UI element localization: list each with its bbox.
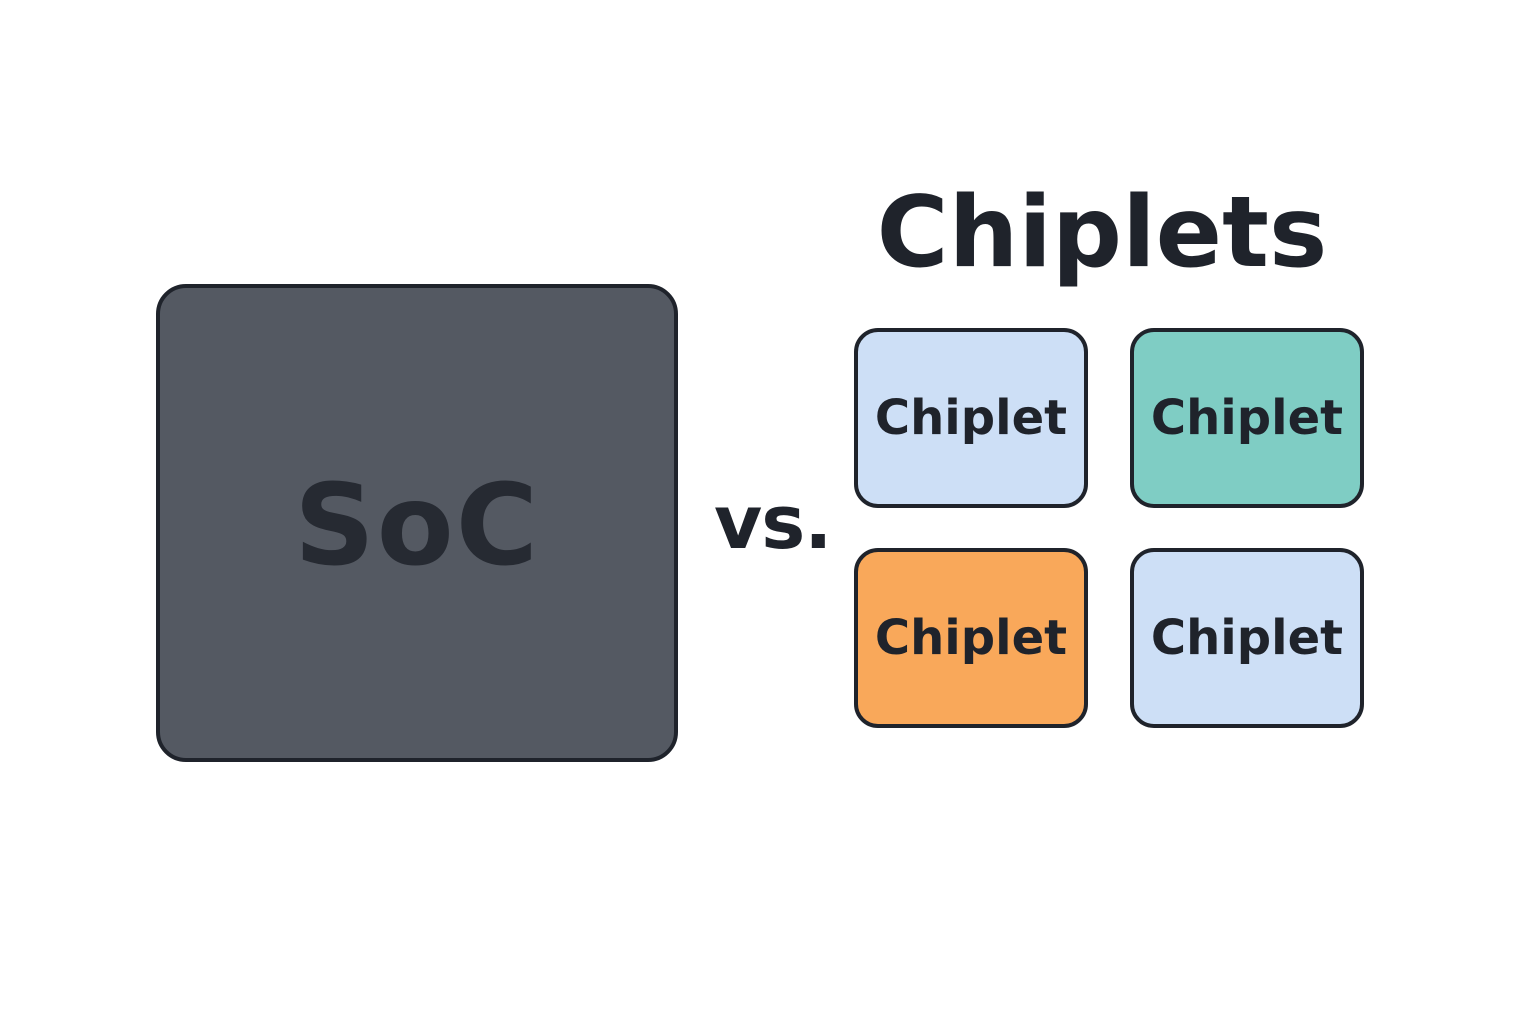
soc-block: SoC	[156, 284, 678, 762]
chiplet-block-top-right: Chiplet	[1130, 328, 1364, 508]
chiplet-label: Chiplet	[1150, 390, 1344, 446]
vs-label: vs.	[714, 480, 832, 566]
chiplet-block-bottom-left: Chiplet	[854, 548, 1088, 728]
chiplet-block-bottom-right: Chiplet	[1130, 548, 1364, 728]
chiplet-label: Chiplet	[1150, 610, 1344, 666]
chiplet-label: Chiplet	[874, 390, 1068, 446]
chiplets-title: Chiplets	[876, 176, 1328, 290]
chiplet-block-top-left: Chiplet	[854, 328, 1088, 508]
chiplet-label: Chiplet	[874, 610, 1068, 666]
soc-label: SoC	[294, 461, 540, 591]
